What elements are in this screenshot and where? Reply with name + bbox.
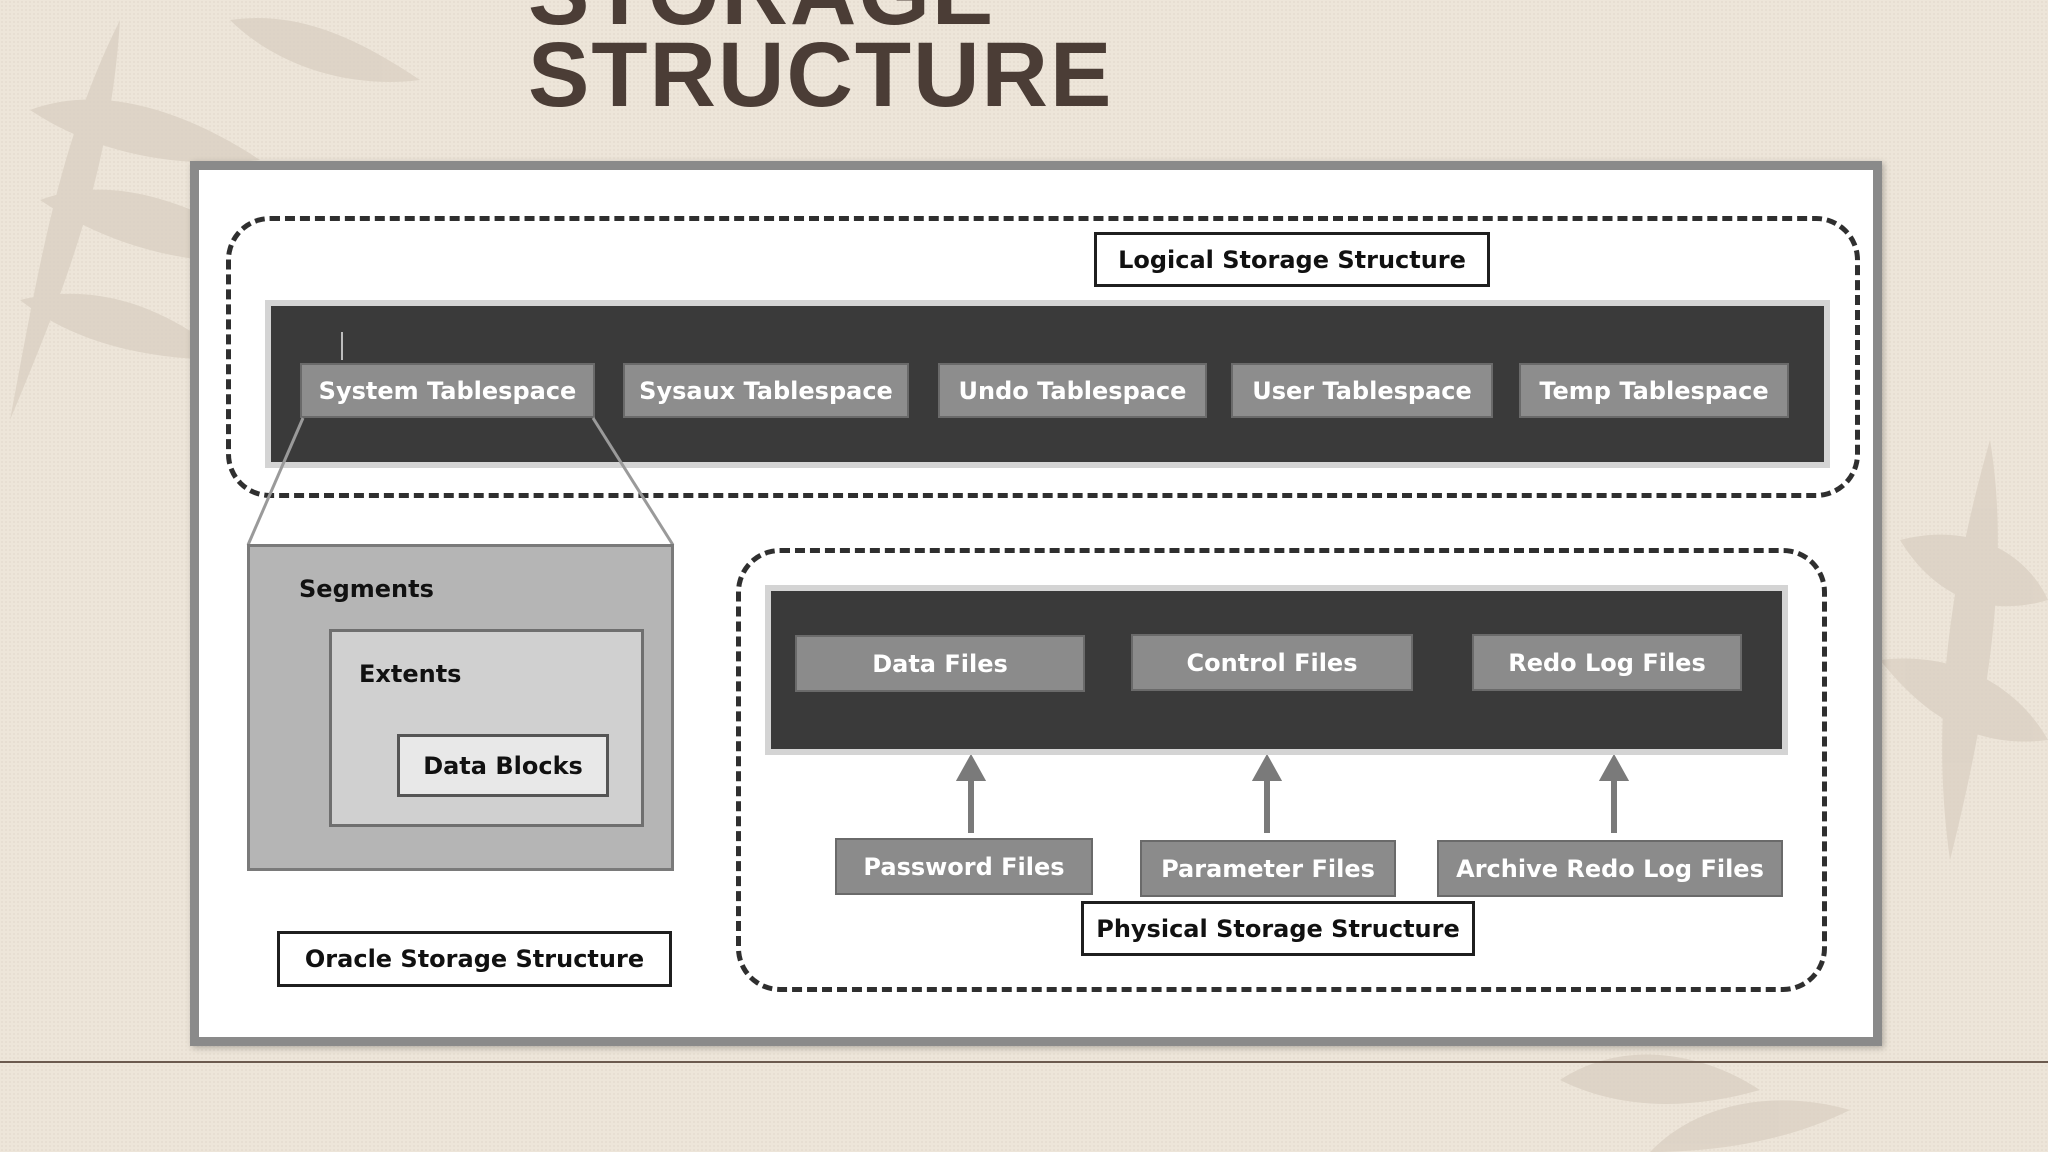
diagram-frame: Logical Storage Structure System Tablesp… bbox=[190, 161, 1882, 1046]
slide-title: STORAGE STRUCTURE bbox=[528, 0, 1114, 126]
logical-storage-region bbox=[226, 216, 1860, 498]
redo-log-files-box: Redo Log Files bbox=[1472, 634, 1742, 691]
extents-label: Extents bbox=[359, 660, 462, 688]
slide-title-line1: STORAGE bbox=[528, 0, 1113, 39]
parameter-files-box: Parameter Files bbox=[1140, 840, 1396, 897]
sysaux-tablespace-box: Sysaux Tablespace bbox=[623, 363, 909, 418]
physical-storage-label: Physical Storage Structure bbox=[1081, 901, 1475, 956]
user-tablespace-box: User Tablespace bbox=[1231, 363, 1493, 418]
segments-label: Segments bbox=[299, 575, 434, 603]
system-tablespace-box: System Tablespace bbox=[300, 363, 595, 418]
control-files-box: Control Files bbox=[1131, 634, 1413, 691]
slide-title-line2: STRUCTURE bbox=[528, 24, 1114, 126]
oracle-storage-label: Oracle Storage Structure bbox=[277, 931, 672, 987]
footer-divider bbox=[0, 1061, 2048, 1063]
data-files-box: Data Files bbox=[795, 635, 1085, 692]
archive-redo-log-files-box: Archive Redo Log Files bbox=[1437, 840, 1783, 897]
password-files-box: Password Files bbox=[835, 838, 1093, 895]
logical-storage-label: Logical Storage Structure bbox=[1094, 232, 1490, 287]
undo-tablespace-box: Undo Tablespace bbox=[938, 363, 1207, 418]
extents-box bbox=[329, 629, 644, 827]
physical-storage-region bbox=[736, 548, 1827, 992]
data-blocks-box: Data Blocks bbox=[397, 734, 609, 797]
temp-tablespace-box: Temp Tablespace bbox=[1519, 363, 1789, 418]
